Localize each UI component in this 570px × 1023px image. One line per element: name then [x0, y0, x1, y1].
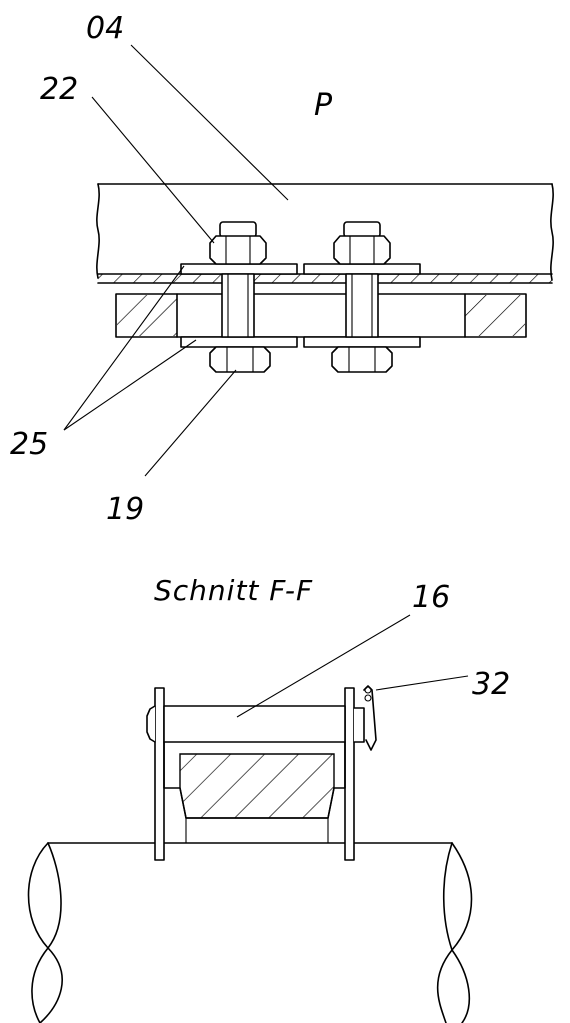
- leader-25b: [63, 339, 197, 431]
- label-16: 16: [412, 580, 450, 615]
- leader-04: [130, 44, 289, 201]
- pin-head-left: [146, 705, 156, 743]
- bolt-left: [209, 221, 271, 373]
- washer-top-right: [303, 263, 421, 275]
- leader-19: [144, 369, 237, 477]
- pipe-left-end-b: [31, 842, 62, 1023]
- pipe-right-end-b: [442, 842, 471, 1023]
- section-title: Schnitt F-F: [154, 574, 313, 607]
- label-32: 32: [472, 667, 510, 702]
- lower-bar-hatch-right: [465, 295, 525, 336]
- label-04: 04: [86, 11, 124, 46]
- leader-16: [236, 614, 411, 718]
- side-plate-right: [344, 687, 355, 861]
- section-f-f-assembly: [27, 614, 473, 1023]
- leader-22: [91, 96, 215, 244]
- upper-bolt-assembly: [63, 44, 554, 477]
- label-view-p: P: [314, 88, 333, 123]
- hatched-plate: [98, 274, 552, 283]
- lower-bar-hatch-left: [117, 295, 177, 336]
- washer-top-left: [180, 263, 298, 275]
- pin-end-right: [353, 707, 365, 743]
- saddle-hatched: [179, 753, 335, 819]
- bolt-right: [331, 221, 393, 373]
- label-25: 25: [10, 427, 48, 462]
- pipe-right-end: [436, 842, 473, 1023]
- pin-body: [163, 705, 346, 743]
- label-19: 19: [106, 492, 144, 527]
- leader-25a: [63, 265, 185, 431]
- washer-bottom-left: [180, 336, 298, 348]
- washer-bottom-right: [303, 336, 421, 348]
- label-22: 22: [40, 72, 78, 107]
- leader-32: [375, 675, 469, 691]
- side-plate-left: [154, 687, 165, 861]
- beam-left-break: [96, 183, 100, 279]
- beam-right-break: [550, 183, 554, 281]
